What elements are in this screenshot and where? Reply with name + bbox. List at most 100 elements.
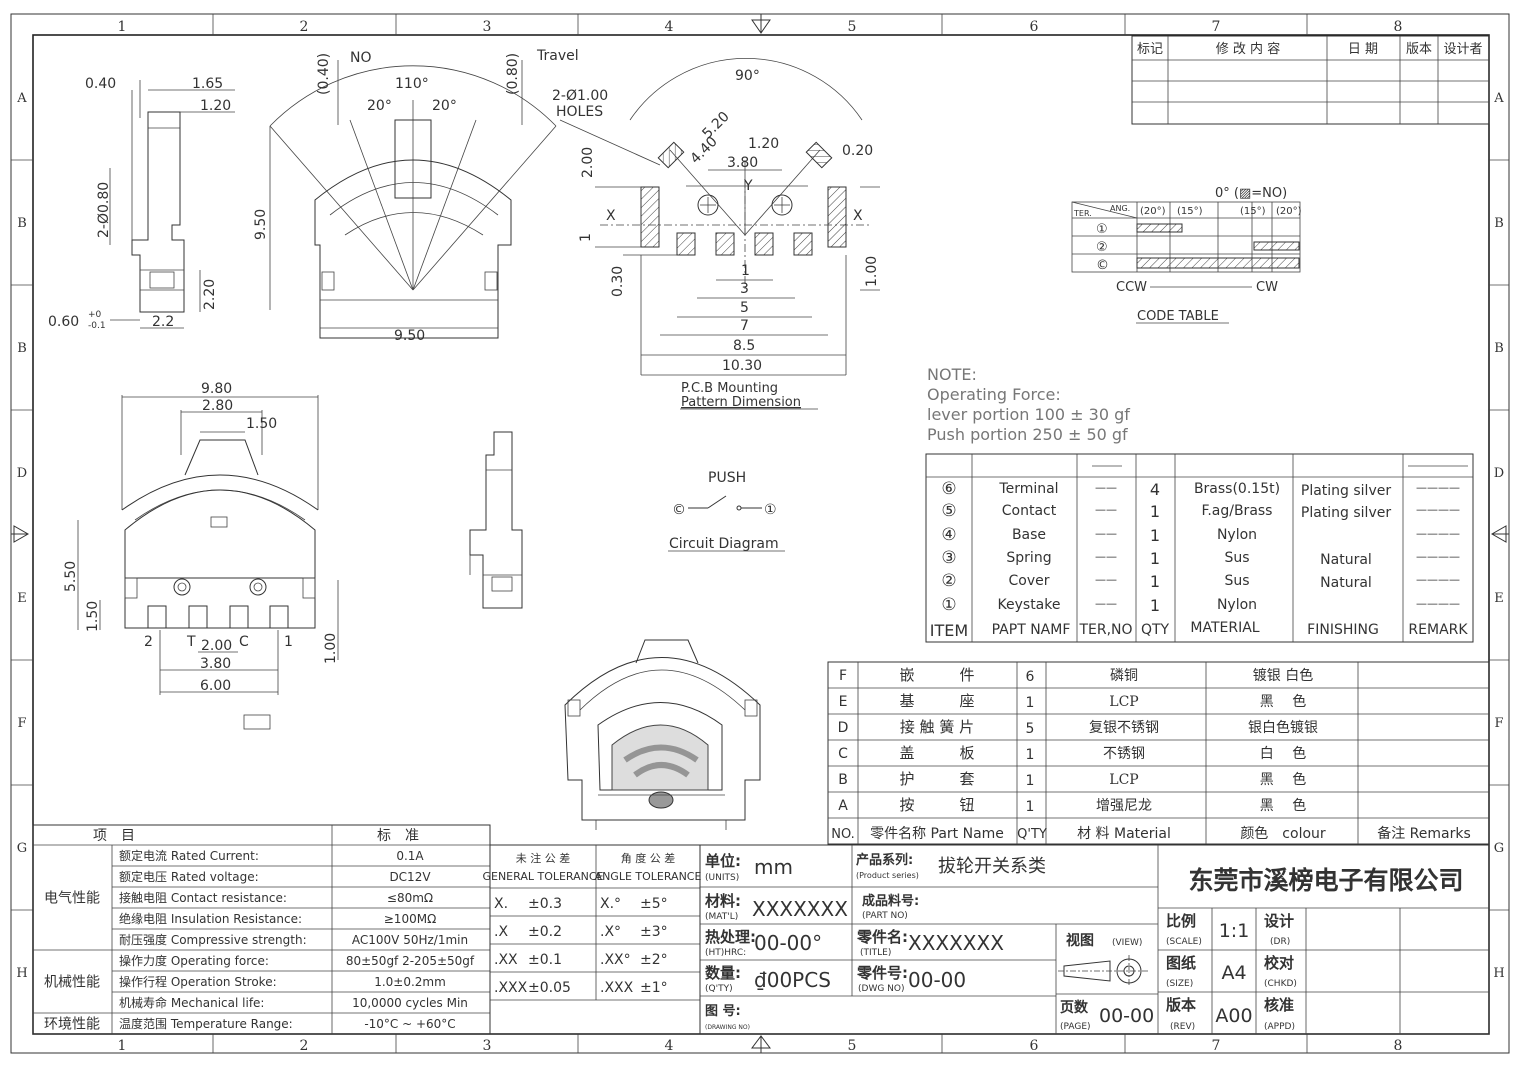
dim-label: X <box>853 208 863 224</box>
col-number: 2 <box>300 19 309 35</box>
tb-label: (TITLE) <box>860 948 891 958</box>
dim-label: (0.40) <box>316 53 332 95</box>
row-letter: A <box>1493 91 1504 106</box>
parts-en-item: ④ <box>941 525 956 545</box>
spec-value: AC100V 50Hz/1min <box>352 933 468 947</box>
parts-cn-id: C <box>838 746 848 762</box>
col-number: 5 <box>848 1038 857 1054</box>
code-cw: CW <box>1256 280 1278 295</box>
tol-general-key: .X <box>494 924 508 940</box>
projection-symbol-icon <box>1063 960 1111 982</box>
tol-general-key: X. <box>494 896 508 912</box>
row-letter: D <box>17 466 27 481</box>
parts-en-remark: ———— <box>1416 550 1460 563</box>
parts-cn-id: B <box>838 772 848 788</box>
parts-en-qty: 1 <box>1150 502 1160 521</box>
parts-en-remark: ———— <box>1416 597 1460 610</box>
parts-en-finishing: Plating silver <box>1301 483 1391 499</box>
tb-label: (DRAWING NO) <box>705 1024 750 1031</box>
tol-general-key: .XX <box>494 952 518 968</box>
spec-value: 0.1A <box>396 849 424 863</box>
dim-label: 1.00 <box>864 256 880 287</box>
parts-en-item: ① <box>941 595 956 615</box>
parts-en-ter: —— <box>1095 550 1117 563</box>
row-letter: B <box>17 216 27 231</box>
dim-label: 1.50 <box>246 416 277 432</box>
parts-en-name: Spring <box>1006 550 1051 566</box>
dim-label: Y <box>743 178 753 194</box>
parts-en-header: REMARK <box>1408 622 1468 638</box>
tol-general-key: .XXX <box>494 980 528 996</box>
parts-cn-material: 复银不锈钢 <box>1089 719 1159 736</box>
dim-label: 0.40 <box>85 76 116 92</box>
col-number: 4 <box>665 19 674 35</box>
dim-label: X <box>606 208 616 224</box>
tol-general-en: GENERAL TOLERANCE <box>482 870 603 883</box>
code-angle: (20°) <box>1276 206 1302 217</box>
tb-label: 图纸 <box>1166 954 1196 972</box>
parts-cn-color: 白 色 <box>1260 745 1306 762</box>
col-number: 6 <box>1030 1038 1039 1054</box>
tb-label: 成品料号: <box>862 893 919 909</box>
spec-header: 标 准 <box>377 828 419 844</box>
parts-cn-material: 不锈钢 <box>1103 746 1145 762</box>
tol-angle-value: ±2° <box>640 952 668 968</box>
parts-en-remark: ———— <box>1416 503 1460 516</box>
tb-value: ₫00PCS <box>754 968 831 992</box>
parts-cn-qty: 5 <box>1026 721 1035 737</box>
parts-en-name: Contact <box>1002 503 1057 519</box>
parts-en-ter: —— <box>1095 573 1117 586</box>
code-corner: TER. <box>1073 209 1092 218</box>
tol-angle-en: ANGLE TOLERANCE <box>595 870 702 883</box>
parts-cn-qty: 6 <box>1026 669 1035 685</box>
dim-label: 10.30 <box>722 358 762 374</box>
parts-en-qty: 1 <box>1150 526 1160 545</box>
tol-general-value: ±0.3 <box>528 896 562 912</box>
parts-en-material: Nylon <box>1217 597 1257 613</box>
tb-value: 拔轮开关系类 <box>938 856 1046 877</box>
col-number: 7 <box>1212 1038 1221 1054</box>
col-number: 3 <box>483 1038 492 1054</box>
parts-cn-color: 黑 色 <box>1260 771 1306 788</box>
dim-label: 3 <box>740 281 749 297</box>
pcb-caption: P.C.B Mounting <box>681 381 778 396</box>
parts-cn-color: 银白色镀银 <box>1248 719 1318 736</box>
parts-cn-header: 颜色 colour <box>1240 825 1326 842</box>
tb-label: 零件名: <box>856 928 908 946</box>
spec-name: 机械寿命 Mechanical life: <box>119 995 264 1010</box>
pin-label: 1 <box>284 634 293 650</box>
parts-en-name: Terminal <box>998 481 1058 497</box>
dim-label: 9.50 <box>394 328 425 344</box>
spec-value: 80±50gf 2-205±50gf <box>346 954 475 968</box>
code-caption: CODE TABLE <box>1137 309 1219 324</box>
parts-cn-qty: 1 <box>1026 747 1035 763</box>
dim-label: 1.00 <box>323 633 339 664</box>
spec-value: 10,0000 cycles Min <box>352 996 468 1010</box>
tb-label: (SCALE) <box>1166 937 1202 947</box>
circuit-terminal: © <box>672 502 686 518</box>
parts-cn-name: 接 触 簧 片 <box>900 718 974 736</box>
dim-label: 1 <box>578 233 594 242</box>
parts-en-header: MATERIAL <box>1190 620 1259 636</box>
parts-en-finishing: Natural <box>1320 552 1372 568</box>
company-name: 东莞市溪榜电子有限公司 <box>1188 866 1463 895</box>
dim-label: 2.80 <box>202 398 233 414</box>
dim-tol-lower: -0.1 <box>88 321 106 331</box>
col-number: 8 <box>1394 1038 1403 1054</box>
rev-header: 标记 <box>1137 42 1163 57</box>
circuit-caption: Circuit Diagram <box>669 536 779 552</box>
parts-en-remark: ———— <box>1416 527 1460 540</box>
spec-header: 项 目 <box>93 828 135 844</box>
tb-label: (MAT'L) <box>705 912 738 922</box>
spec-name: 额定电流 Rated Current: <box>119 848 259 863</box>
tol-angle-cn: 角 度 公 差 <box>621 851 676 865</box>
tb-label: (APPD) <box>1264 1022 1295 1032</box>
parts-cn-header: NO. <box>831 827 855 842</box>
tol-angle-value: ±1° <box>640 980 668 996</box>
rev-header: 修 改 内 容 <box>1216 41 1280 57</box>
parts-cn-header: 零件名称 Part Name <box>870 826 1004 842</box>
dim-label: 5.20 <box>699 109 732 142</box>
tb-value: A00 <box>1215 1005 1252 1027</box>
code-row: ② <box>1096 240 1108 255</box>
